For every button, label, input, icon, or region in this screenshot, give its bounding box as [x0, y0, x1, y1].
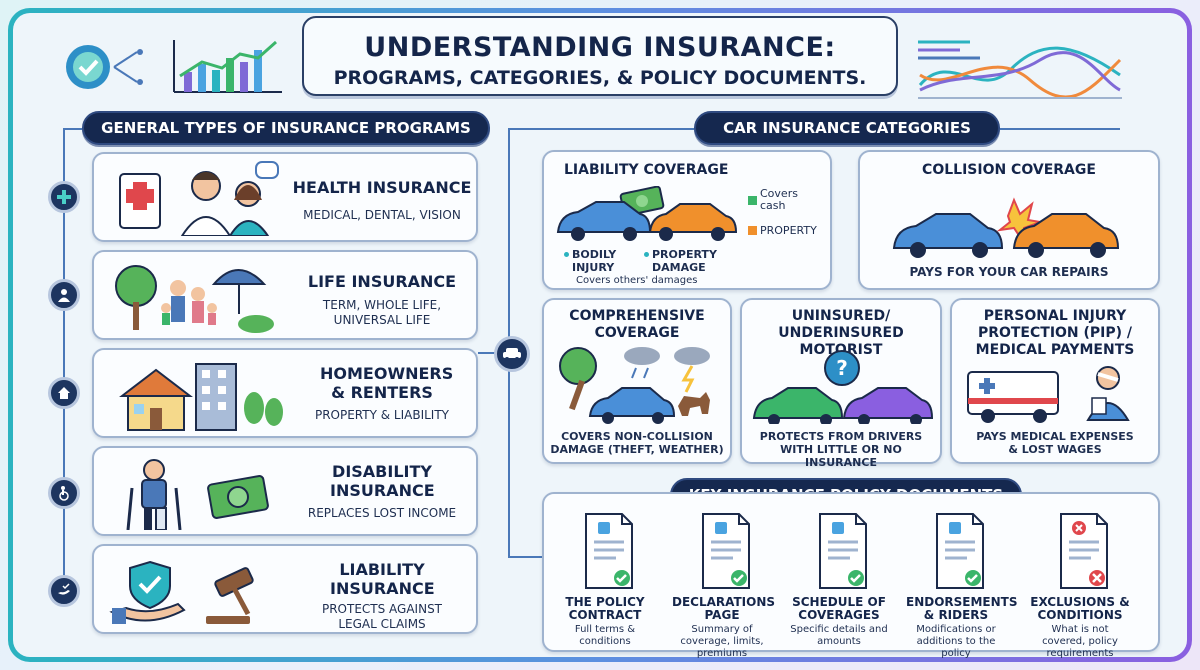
decor-chart-right: [918, 40, 1122, 99]
center-doc-connector: [508, 556, 542, 558]
liability-note: Covers others' damages: [576, 275, 698, 286]
pip-illustration: [967, 366, 1130, 423]
health-illustration: [119, 161, 279, 236]
svg-text:?: ?: [836, 356, 848, 380]
car-card-subtitle: PAYS FOR YOUR CAR REPAIRS: [909, 265, 1109, 279]
comprehensive-illustration: [559, 347, 710, 424]
document-subtitle: Summary of coverage, limits, premiums: [680, 624, 764, 659]
document-title: EXCLUSIONS & CONDITIONS: [1030, 595, 1130, 622]
program-card-homeowners: HOMEOWNERS & RENTERS PROPERTY & LIABILIT…: [92, 348, 478, 438]
page-title: UNDERSTANDING INSURANCE: PROGRAMS, CATEG…: [302, 16, 898, 96]
document-title: DECLARATIONS PAGE: [672, 595, 776, 622]
home-illustration: [119, 363, 283, 431]
program-subtitle: PROTECTS AGAINST LEGAL CLAIMS: [321, 602, 443, 631]
bullet-dot: [644, 252, 649, 257]
title-line-1: UNDERSTANDING INSURANCE:: [364, 32, 836, 63]
car-right-connector: [1000, 128, 1120, 130]
car-card-uninsured: UNINSURED/ UNDERINSURED MOTORIST ? PROTE…: [740, 298, 942, 469]
car-card-collision: COLLISION COVERAGE PAYS FOR YOUR CAR REP…: [858, 150, 1160, 290]
program-card-liability: LIABILITY INSURANCE PROTECTS AGAINST LEG…: [92, 544, 478, 634]
plus-icon: [48, 181, 80, 213]
document-subtitle: Specific details and amounts: [790, 624, 888, 647]
hand-icon: [48, 575, 80, 607]
liability-cars-illustration: [556, 186, 738, 241]
program-subtitle: TERM, WHOLE LIFE, UNIVERSAL LIFE: [322, 298, 442, 327]
program-title: HOMEOWNERS & RENTERS: [320, 364, 454, 402]
program-subtitle: PROPERTY & LIABILITY: [314, 408, 450, 422]
car-card-title: COLLISION COVERAGE: [922, 162, 1096, 178]
car-card-subtitle: COVERS NON-COLLISION DAMAGE (THEFT, WEAT…: [550, 430, 724, 456]
legend-cash-swatch: [748, 196, 757, 205]
program-subtitle: REPLACES LOST INCOME: [307, 506, 457, 520]
document-icon: [702, 513, 750, 589]
car-card-title: UNINSURED/ UNDERINSURED MOTORIST: [778, 308, 904, 358]
section-car-categories: CAR INSURANCE CATEGORIES: [694, 111, 1000, 145]
car-card-pip: PERSONAL INJURY PROTECTION (PIP) / MEDIC…: [950, 298, 1160, 464]
house-icon: [48, 377, 80, 409]
family-icon: [48, 279, 80, 311]
center-car-link: [478, 352, 508, 354]
car-card-title: LIABILITY COVERAGE: [564, 162, 729, 178]
property-damage-label: PROPERTY DAMAGE: [652, 248, 717, 274]
program-title: HEALTH INSURANCE: [292, 178, 472, 197]
document-title: ENDORSEMENTS & RIDERS: [906, 595, 1018, 622]
collision-illustration: [892, 197, 1120, 258]
program-title: LIABILITY INSURANCE: [330, 560, 435, 598]
car-card-title: COMPREHENSIVE COVERAGE: [569, 308, 705, 341]
wheelchair-icon: [48, 477, 80, 509]
document-subtitle: What is not covered, policy requirements: [1042, 624, 1118, 659]
liability-illustration: [109, 560, 254, 624]
uninsured-illustration: ?: [752, 350, 934, 424]
document-subtitle: Modifications or additions to the policy: [916, 624, 996, 659]
document-icon: [936, 513, 984, 589]
program-title: LIFE INSURANCE: [307, 272, 457, 291]
decor-chart-left: [66, 40, 282, 93]
document-icon: [819, 513, 867, 589]
car-card-subtitle: PROTECTS FROM DRIVERS WITH LITTLE OR NO …: [759, 430, 923, 469]
program-card-life: LIFE INSURANCE TERM, WHOLE LIFE, UNIVERS…: [92, 250, 478, 340]
program-card-disability: DISABILITY INSURANCE REPLACES LOST INCOM…: [92, 446, 478, 536]
bodily-injury-label: BODILY INJURY: [572, 248, 617, 274]
center-top-connector: [508, 128, 694, 130]
car-card-comprehensive: COMPREHENSIVE COVERAGE COVERS NON-COLLIS…: [542, 298, 732, 464]
program-card-health: HEALTH INSURANCE MEDICAL, DENTAL, VISION: [92, 152, 478, 242]
car-card-title: PERSONAL INJURY PROTECTION (PIP) / MEDIC…: [975, 308, 1135, 358]
car-card-subtitle: PAYS MEDICAL EXPENSES & LOST WAGES: [976, 430, 1134, 456]
title-line-2: PROGRAMS, CATEGORIES, & POLICY DOCUMENTS…: [333, 67, 867, 89]
life-illustration: [115, 265, 274, 333]
disability-illustration: [126, 459, 269, 530]
left-connector-line: [63, 128, 65, 600]
section-general-types: GENERAL TYPES OF INSURANCE PROGRAMS: [82, 111, 490, 145]
left-top-connector: [63, 128, 93, 130]
legend-property-label: PROPERTY: [760, 224, 817, 237]
car-card-liability: LIABILITY COVERAGE Covers cash PROPERTY …: [542, 150, 832, 290]
car-hub-icon: [494, 336, 530, 372]
legend-property-swatch: [748, 226, 757, 235]
legend-cash-label: Covers cash: [760, 187, 798, 212]
document-icon: [1060, 513, 1108, 589]
bullet-dot: [564, 252, 569, 257]
document-subtitle: Full terms & conditions: [574, 624, 636, 647]
program-subtitle: MEDICAL, DENTAL, VISION: [303, 208, 461, 222]
document-icon: [585, 513, 633, 589]
program-title: DISABILITY INSURANCE: [330, 462, 435, 500]
document-title: SCHEDULE OF COVERAGES: [792, 595, 886, 622]
document-title: THE POLICY CONTRACT: [565, 595, 645, 622]
